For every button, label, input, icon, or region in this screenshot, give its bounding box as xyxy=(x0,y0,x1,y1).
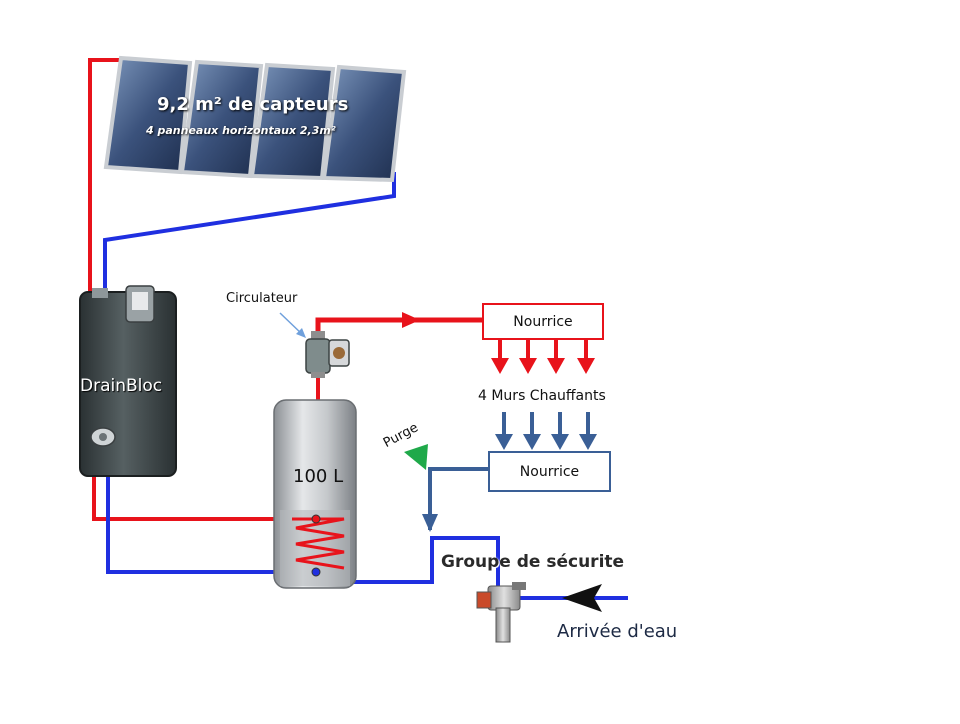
safety-valve-icon xyxy=(476,582,526,643)
panels-title: 9,2 m² de capteurs xyxy=(157,94,349,115)
panels-subtitle: 4 panneaux horizontaux 2,3m² xyxy=(146,124,336,137)
manifold-top-box: Nourrice xyxy=(482,303,604,340)
storage-unit-icon xyxy=(79,285,177,477)
return-arrow xyxy=(495,412,513,450)
solar-panel-icon xyxy=(103,55,193,175)
circulator-label: Circulateur xyxy=(226,291,298,306)
return-arrows xyxy=(495,412,597,450)
tank-label: 100 L xyxy=(293,466,344,487)
hot-arrow xyxy=(519,338,537,374)
hot-arrow xyxy=(491,338,509,374)
solar-panel-icon xyxy=(249,62,336,181)
return-arrow xyxy=(523,412,541,450)
circulator-pump-icon xyxy=(305,331,350,378)
cold-pipe-tank-to-safety-group xyxy=(318,536,500,595)
hot-pipe-panel-to-drainbloc xyxy=(88,58,130,292)
solar-panel-array xyxy=(103,55,407,183)
floor-return-pipe xyxy=(422,467,488,532)
hot-pipe-circulator-to-manifold xyxy=(315,312,482,336)
return-arrow xyxy=(579,412,597,450)
safety-group-label: Groupe de sécurite xyxy=(441,552,625,572)
solar-panel-icon xyxy=(179,59,264,179)
walls-label: 4 Murs Chauffants xyxy=(478,388,606,404)
hot-arrow xyxy=(547,338,565,374)
water-inlet-label: Arrivée d'eau xyxy=(557,621,678,642)
cold-pipe-panel-return xyxy=(103,172,396,292)
manifold-top-label: Nourrice xyxy=(513,313,573,330)
manifold-bottom-label: Nourrice xyxy=(519,463,580,480)
manifold-bottom-box: Nourrice xyxy=(488,451,611,492)
solar-panel-icon xyxy=(321,64,407,183)
water-tank-icon xyxy=(273,399,357,589)
drainbloc-label: DrainBloc xyxy=(80,376,163,396)
purge-icon xyxy=(404,444,428,470)
water-inlet-pipe xyxy=(520,584,628,612)
hot-arrow xyxy=(577,338,595,374)
return-arrow xyxy=(551,412,569,450)
circulator-pointer xyxy=(279,312,306,338)
cold-pipe-drainbloc-to-tank xyxy=(106,475,318,574)
hot-pipe-drainbloc-to-tank xyxy=(92,475,312,521)
hot-supply-arrows xyxy=(491,338,595,374)
